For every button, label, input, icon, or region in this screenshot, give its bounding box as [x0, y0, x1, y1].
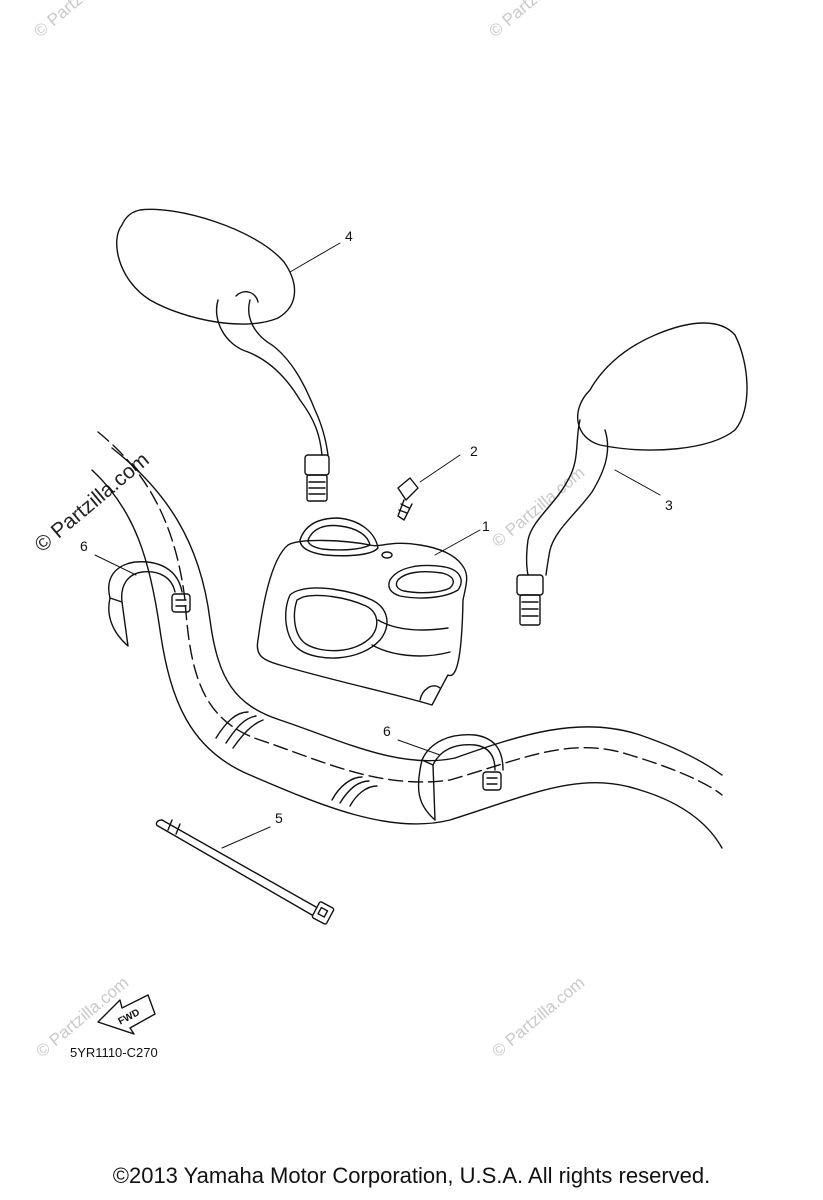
- callout-3: 3: [665, 497, 673, 513]
- copyright-notice: ©2013 Yamaha Motor Corporation, U.S.A. A…: [112, 1163, 711, 1188]
- leader-3: [614, 469, 661, 496]
- callout-6-right: 6: [383, 723, 391, 739]
- handlebar-cover: [256, 517, 468, 706]
- holder-right: [417, 734, 504, 821]
- callout-1: 1: [482, 518, 490, 534]
- callout-5: 5: [275, 810, 283, 826]
- callout-4: 4: [345, 228, 353, 244]
- handlebar: [91, 431, 723, 849]
- partzilla-watermark: © Partzilla.com: [30, 448, 153, 557]
- mirror-left: [116, 208, 330, 502]
- leader-lines: [94, 242, 661, 849]
- leader-6b: [397, 739, 441, 756]
- leader-1: [434, 529, 481, 556]
- fwd-label: FWD: [116, 1007, 141, 1027]
- watermark-mid-right: © Partzilla.com: [488, 463, 588, 551]
- callout-2: 2: [470, 443, 478, 459]
- watermark-top-left: © Partzilla.com: [30, 0, 130, 41]
- callout-6-left: 6: [80, 538, 88, 554]
- watermark-bottom-right: © Partzilla.com: [488, 973, 588, 1061]
- screw: [397, 477, 419, 521]
- leader-6a: [94, 554, 137, 576]
- holder-left: [108, 561, 191, 647]
- cable-tie: [155, 819, 335, 925]
- watermark-top-right: © Partzilla.com: [485, 0, 585, 41]
- leader-2: [419, 454, 461, 483]
- diagram-code: 5YR1110-C270: [70, 1045, 158, 1060]
- leader-4: [289, 242, 341, 273]
- mirror-right: [516, 322, 748, 626]
- fwd-arrow: [97, 994, 156, 1035]
- leader-5: [221, 826, 271, 849]
- watermark-tiles: © Partzilla.com © Partzilla.com © Partzi…: [30, 0, 588, 1061]
